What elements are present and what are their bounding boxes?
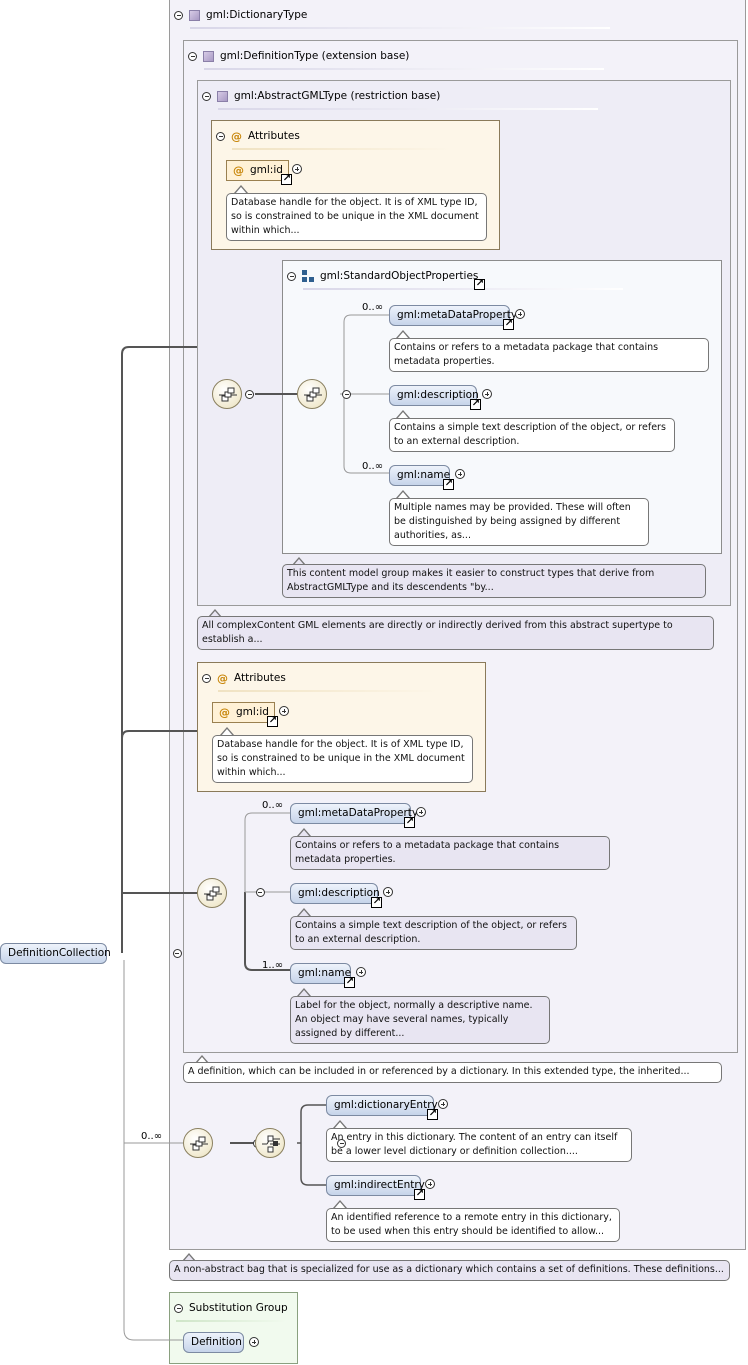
element-dictionaryentry[interactable]: gml:dictionaryEntry [326,1095,438,1116]
element-name[interactable]: gml:name [290,963,351,984]
element-doc: An entry in this dictionary. The content… [326,1128,632,1162]
reference-arrow-icon[interactable] [267,714,278,728]
reference-arrow-icon[interactable] [371,895,382,909]
reference-arrow-icon[interactable] [427,1107,438,1121]
collapse-icon[interactable] [255,888,265,897]
root-element-definitioncollection[interactable]: DefinitionCollection [0,943,111,964]
collapse-icon[interactable] [287,271,296,281]
reference-arrow-icon[interactable] [414,1187,425,1201]
collapse-icon[interactable] [202,673,211,683]
reference-arrow-icon[interactable] [474,277,485,291]
expand-plus-icon[interactable] [482,389,492,399]
sequence-compositor-icon[interactable] [183,1128,213,1158]
expand-plus-icon[interactable] [292,164,302,174]
cardinality-label: 1..∞ [262,960,284,971]
attribute-name: gml:id [250,164,283,176]
expand-plus-icon[interactable] [383,887,393,897]
element-doc: Contains a simple text description of th… [290,916,577,950]
expand-plus-icon[interactable] [249,1337,259,1347]
cardinality-label: 0..∞ [362,461,384,472]
header-divider [218,690,438,692]
element-doc: Label for the object, normally a descrip… [290,996,550,1044]
header-divider [176,1320,286,1322]
expand-plus-icon[interactable] [416,807,426,817]
header-divider [232,148,452,150]
collapse-icon[interactable] [172,949,182,958]
collapse-icon[interactable] [337,1139,347,1148]
definition-type-doc: A definition, which can be included in o… [183,1062,722,1083]
collapse-icon[interactable] [202,91,211,101]
outer-attr-doc: Database handle for the object. It is of… [212,735,473,783]
reference-arrow-icon[interactable] [281,172,292,186]
collapse-icon[interactable] [245,390,254,399]
collapse-icon[interactable] [216,131,225,141]
element-doc: Contains or refers to a metadata package… [389,338,709,372]
expand-plus-icon[interactable] [515,309,525,319]
header-divider [190,27,610,29]
collapse-icon[interactable] [174,10,183,20]
expand-plus-icon[interactable] [356,967,366,977]
abstract-type-label: gml:AbstractGMLType (restriction base) [234,90,441,102]
element-metadataproperty[interactable]: gml:metaDataProperty [290,803,418,824]
abstract-type-doc: All complexContent GML elements are dire… [197,616,714,650]
element-doc: Multiple names may be provided. These wi… [389,498,649,546]
choice-compositor-icon[interactable] [255,1128,285,1158]
cardinality-label: 0..∞ [141,1131,163,1142]
sequence-compositor-icon[interactable] [212,379,242,409]
attributes-label: Attributes [248,130,300,142]
group-icon [302,270,314,282]
inner-attr-doc: Database handle for the object. It is of… [226,193,487,241]
cardinality-label: 0..∞ [362,302,384,313]
outer-attr-id[interactable]: @ gml:id [212,702,275,723]
element-doc: An identified reference to a remote entr… [326,1208,620,1242]
group-title: gml:StandardObjectProperties [320,270,479,282]
dictionary-type-doc: A non-abstract bag that is specialized f… [169,1260,730,1281]
collapse-icon[interactable] [188,51,197,61]
element-doc: Contains a simple text description of th… [389,418,675,452]
attributes-label: Attributes [234,672,286,684]
expand-plus-icon[interactable] [438,1099,448,1109]
complex-type-icon [203,50,214,62]
reference-arrow-icon[interactable] [503,317,514,331]
attribute-icon: @ [219,706,230,719]
expand-plus-icon[interactable] [425,1179,435,1189]
reference-arrow-icon[interactable] [443,477,454,491]
element-doc: Contains or refers to a metadata package… [290,836,610,870]
definition-type-label: gml:DefinitionType (extension base) [220,50,410,62]
collapse-icon[interactable] [342,390,352,399]
header-divider [204,68,604,70]
sequence-compositor-icon[interactable] [197,878,227,908]
substitution-title: Substitution Group [189,1302,288,1314]
expand-plus-icon[interactable] [279,706,289,716]
std-group-doc: This content model group makes it easier… [282,564,706,598]
attribute-icon: @ [231,129,242,143]
header-divider [218,108,598,110]
dictionary-type-label: gml:DictionaryType [206,9,308,21]
element-metadataproperty[interactable]: gml:metaDataProperty [389,305,517,326]
collapse-icon[interactable] [174,1303,183,1313]
element-indirectentry[interactable]: gml:indirectEntry [326,1175,425,1196]
cardinality-label: 0..∞ [262,800,284,811]
substitution-definition[interactable]: Definition [183,1332,244,1353]
reference-arrow-icon[interactable] [344,975,355,989]
complex-type-icon [189,9,200,21]
complex-type-icon [217,90,228,102]
inner-attr-id[interactable]: @ gml:id [226,160,289,181]
expand-plus-icon[interactable] [455,469,465,479]
attribute-icon: @ [217,671,228,685]
element-description[interactable]: gml:description [290,883,380,904]
reference-arrow-icon[interactable] [470,397,481,411]
sequence-compositor-icon[interactable] [297,379,327,409]
attribute-name: gml:id [236,706,269,718]
reference-arrow-icon[interactable] [404,815,415,829]
attribute-icon: @ [233,164,244,177]
element-name[interactable]: gml:name [389,465,450,486]
header-divider [303,288,623,290]
element-description[interactable]: gml:description [389,385,479,406]
